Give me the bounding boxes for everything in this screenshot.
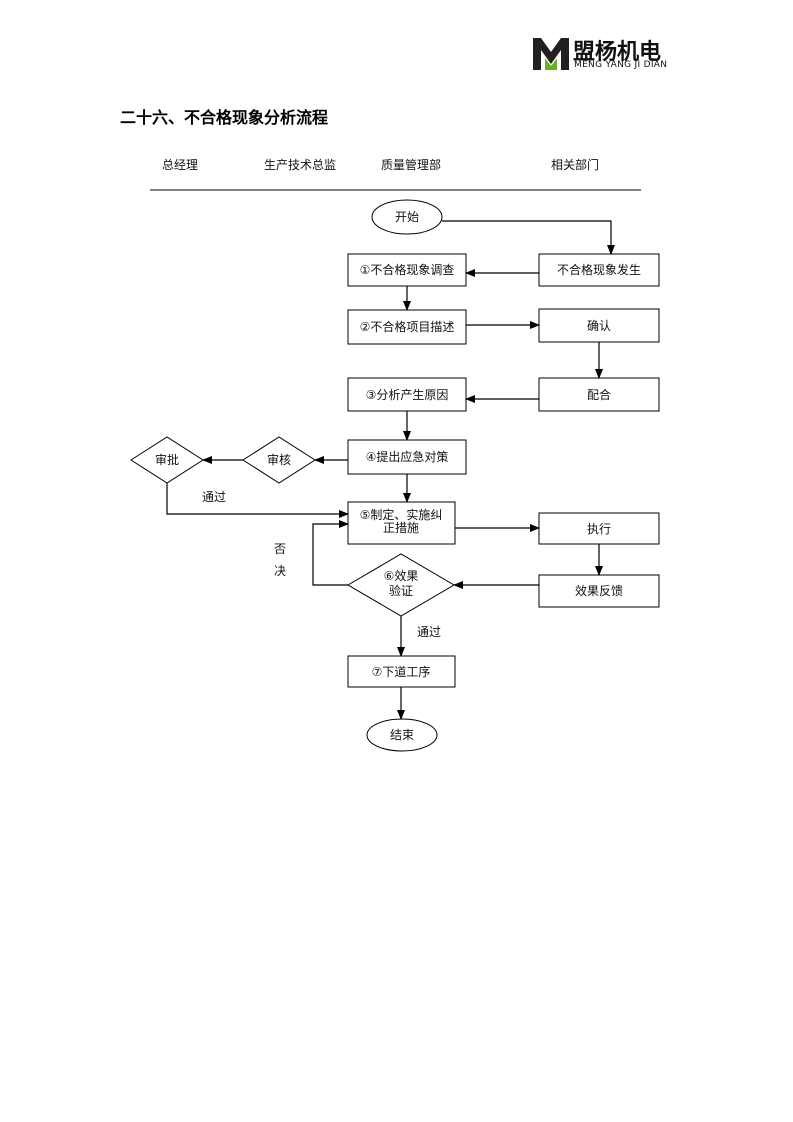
analyze-label: ③分析产生原因	[366, 388, 449, 402]
confirm-label: 确认	[587, 319, 611, 333]
reject-label-line1: 否	[274, 542, 286, 556]
approve-label: 审批	[155, 452, 179, 467]
describe-label: ②不合格项目描述	[360, 319, 455, 334]
lane-production-director: 生产技术总监	[264, 158, 336, 172]
edge-approve-to-corrective	[166, 483, 349, 518]
lane-quality-dept: 质量管理部	[381, 157, 441, 172]
corrective-box	[347, 501, 456, 545]
corrective-label-line2: 正措施	[383, 521, 419, 535]
feedback-label: 效果反馈	[575, 583, 623, 598]
next-process-label: ⑦下道工序	[372, 664, 431, 679]
cooperate-label: 配合	[587, 387, 611, 402]
cooperate-box	[538, 377, 660, 412]
occur-box	[538, 253, 660, 287]
confirm-box	[538, 308, 660, 343]
start-node	[371, 199, 443, 235]
reject-label-line2: 决	[274, 564, 286, 578]
verify-pass-label: 通过	[417, 625, 441, 639]
next-process-box	[347, 655, 456, 688]
start-label: 开始	[395, 210, 419, 224]
approve-pass-label: 通过	[202, 490, 226, 504]
review-label: 审核	[267, 452, 291, 467]
describe-box	[347, 309, 467, 345]
corrective-label-line1: ⑤制定、实施纠	[360, 507, 443, 522]
feedback-box	[538, 574, 660, 608]
end-label: 结束	[390, 728, 414, 742]
execute-box	[538, 512, 660, 545]
lane-related-dept: 相关部门	[551, 157, 599, 172]
verify-label-line2: 验证	[389, 583, 413, 598]
emergency-label: ④提出应急对策	[366, 449, 449, 464]
logo-m-dark	[533, 38, 569, 70]
logo-m-icon	[533, 38, 569, 70]
lane-general-manager: 总经理	[162, 158, 198, 172]
verify-label-line1: ⑥效果	[384, 568, 419, 583]
page-title: 二十六、不合格现象分析流程	[120, 108, 329, 127]
logo-name-cn: 盟杨机电	[573, 40, 662, 65]
occur-label: 不合格现象发生	[557, 262, 641, 277]
company-logo: 盟杨机电 MENG YANG JI DIAN	[533, 36, 673, 76]
logo-m-accent	[545, 58, 557, 70]
edge-start-to-occur	[442, 220, 615, 255]
execute-label: 执行	[587, 522, 611, 536]
investigate-box	[347, 253, 467, 287]
edge-verify-reject-to-corrective	[312, 520, 349, 586]
investigate-label: ①不合格现象调查	[360, 262, 455, 277]
logo-name-en: MENG YANG JI DIAN	[574, 60, 668, 70]
